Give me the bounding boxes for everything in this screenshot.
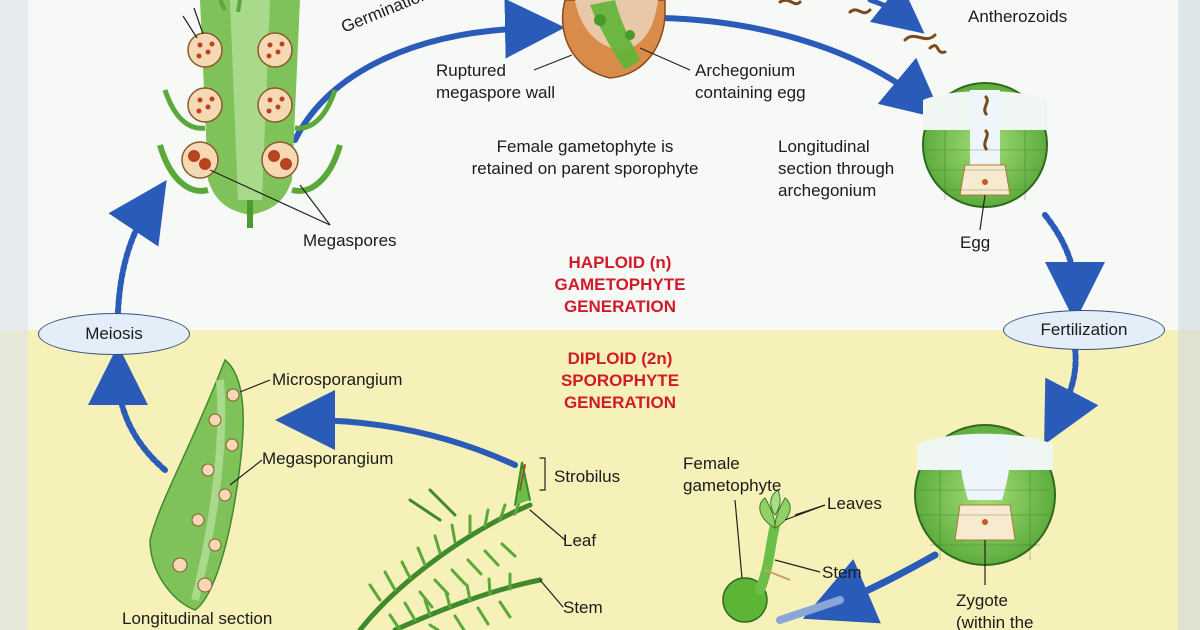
haploid-generation-title: HAPLOID (n) GAMETOPHYTE GENERATION — [554, 253, 686, 316]
to-fertilization-arrow — [1042, 212, 1105, 322]
label-ruptured-megaspore-wall: Ruptured megaspore wall — [436, 61, 556, 102]
label-longitudinal-section: Longitudinal section — [122, 609, 273, 628]
antherozoids-illustration — [778, 0, 947, 54]
strobilus-longitudinal-section — [149, 358, 271, 611]
megaspore-strobilus — [157, 0, 343, 228]
from-fertilization-arrow — [1044, 345, 1099, 445]
diploid-generation-title: DIPLOID (2n) SPOROPHYTE GENERATION — [560, 349, 680, 412]
to-meiosis-arrow — [88, 345, 168, 473]
label-leaves: Leaves — [827, 494, 882, 513]
germination-arrow — [292, 0, 565, 143]
antherozoid-arrow — [867, 0, 925, 34]
label-stem-shoot: Stem — [563, 598, 603, 617]
to-archegonium-arrow — [657, 15, 944, 120]
label-female-gametophyte: Female gametophyte — [683, 454, 782, 495]
label-zygote: Zygote (within the — [956, 591, 1034, 630]
sporophyte-shoot — [357, 457, 566, 630]
label-stem-young: Stem — [822, 563, 862, 582]
ruptured-megaspore — [533, 0, 691, 79]
meiosis-to-megaspores-arrow — [108, 180, 167, 315]
fertilization-stage: Fertilization — [1003, 310, 1165, 350]
to-young-sporophyte-arrow — [802, 551, 939, 624]
label-leaf: Leaf — [563, 531, 597, 550]
label-strobilus: Strobilus — [554, 467, 621, 486]
label-longitudinal-section-archegonium: Longitudinal section through archegonium — [778, 137, 895, 200]
zygote-section-circle — [914, 424, 1056, 585]
label-megasporangium: Megasporangium — [262, 449, 394, 468]
label-egg: Egg — [960, 233, 991, 252]
meiosis-stage: Meiosis — [38, 313, 190, 355]
label-antherozoids: Antherozoids — [968, 7, 1068, 26]
label-megaspores: Megaspores — [303, 231, 397, 250]
archegonium-section-circle — [922, 82, 1048, 231]
cycle-arrows — [88, 0, 1105, 624]
label-female-gametophyte-retained: Female gametophyte is retained on parent… — [471, 137, 699, 178]
strobilus-arrow — [275, 390, 518, 468]
label-microsporangium: Microsporangium — [272, 370, 403, 389]
label-archegonium-containing-egg: Archegonium containing egg — [695, 61, 806, 102]
young-sporophyte — [722, 489, 826, 623]
